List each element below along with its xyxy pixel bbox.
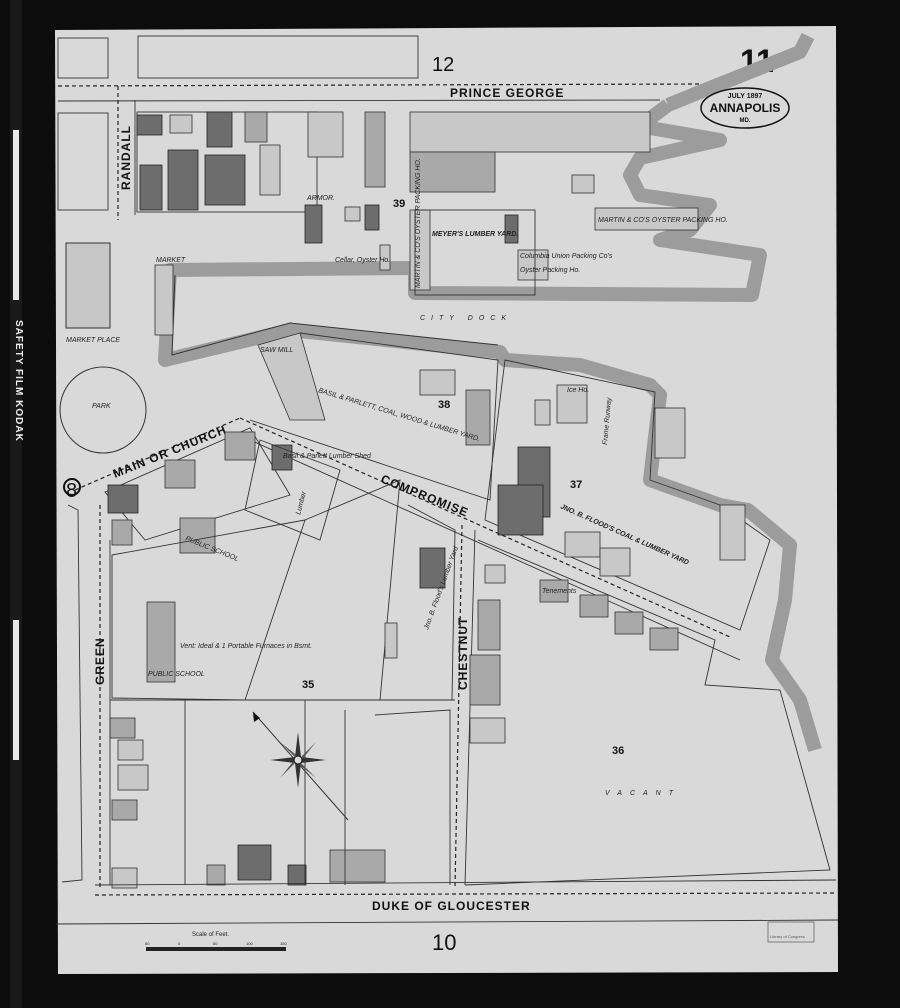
adjoining-block [137,35,419,79]
block-38-buildings [249,332,499,501]
frame-runway-label: Frame Runway [602,397,613,445]
film-clear-strip [13,620,19,760]
public-school-label-2: PUBLIC SCHOOL [148,671,205,678]
block-number-38: 38 [438,399,450,411]
adjoining-block [57,112,109,211]
street-chestnut: CHESTNUT [456,617,470,690]
cellar-oyster-label: Cellar, Oyster Ho. [335,257,390,264]
school-furnace-note: Vent: Ideal & 1 Portable Furnaces in Bsm… [180,643,312,650]
street-line [94,879,837,886]
block-number-36: 36 [612,745,624,757]
title-cartouche [700,87,790,129]
scale-tick: 50 [145,941,150,946]
scale-bar [146,947,286,951]
street-line [57,83,701,87]
meyers-lumber-yard-label: MEYER'S LUMBER YARD. [432,231,518,238]
street-duke-of-gloucester: DUKE OF GLOUCESTER [372,899,531,913]
block-35-lots [109,479,456,889]
compass-rose-icon [252,711,349,821]
tenements-label: Tenements [542,588,577,595]
armory-label: ARMOR. [306,195,335,202]
scale-tick: 0 [178,941,181,946]
adjoining-block [61,504,83,883]
street-line [249,439,741,661]
street-number-marker [63,478,81,496]
sheet-date: JULY 1897 [728,93,763,100]
scale-tick: 100 [246,941,253,946]
ice-ho-label: Ice Ho. [567,387,589,394]
block-36-buildings [464,539,831,886]
street-randall: RANDALL [119,125,133,190]
street-line [239,417,731,638]
street-line [57,99,661,102]
block-number-39: 39 [393,198,405,210]
basil-parlett-shed-label: Basil & Parlett Lumber Shed [283,453,372,460]
street-line [454,524,463,889]
main-street-buildings [104,427,341,554]
columbia-union-packing-label: Columbia Union Packing Co's [520,253,613,260]
martin-oyster-packing-vertical-label: MARTIN & CO'S OYSTER PACKING HO. [415,158,422,288]
park-circle [59,366,147,454]
block-39-buildings [136,111,699,296]
street-prince-george: PRINCE GEORGE [450,86,564,100]
library-stamp [767,921,815,943]
market-place-block [65,242,111,329]
market-place-label: MARKET PLACE [66,337,120,344]
market-label: MARKET [156,257,186,264]
film-edge-text: SAFETY FILM KODAK [13,320,24,442]
scale-title: Scale of Feet. [192,932,229,938]
saw-mill-label: SAW MILL [260,347,293,354]
scale-tick: 50 [213,941,218,946]
block-37-buildings [484,359,771,631]
street-green: GREEN [93,637,107,685]
scale-tick: 150 [280,941,287,946]
scale-ticks: 50 0 50 100 150 [145,941,287,946]
vacant-label: VACANT [605,790,681,797]
adjoining-sheet-top: 12 [432,54,454,76]
adjoining-sheet-bottom: 10 [432,930,456,955]
street-line [74,417,241,491]
film-clear-strip [13,130,19,300]
city-name: ANNAPOLIS [710,101,781,115]
park-label: PARK [92,403,111,410]
adjoining-block [57,37,109,79]
block-number-37: 37 [570,479,582,491]
dock-bulkhead [171,274,499,356]
oyster-packing-ho-label: Oyster Packing Ho. [520,267,580,274]
market-building [154,264,174,336]
street-line [94,892,837,896]
block-number-35: 35 [302,679,314,691]
street-line [464,529,476,886]
city-dock-label: CITY DOCK [420,315,512,322]
martin-oyster-packing-label: MARTIN & CO'S OYSTER PACKING HO. [598,217,728,224]
stamp-text: Library of Congress [770,934,805,939]
map-bottom-border [55,919,839,925]
street-number-8: 8 [66,480,77,502]
state-name: MD. [740,118,751,124]
